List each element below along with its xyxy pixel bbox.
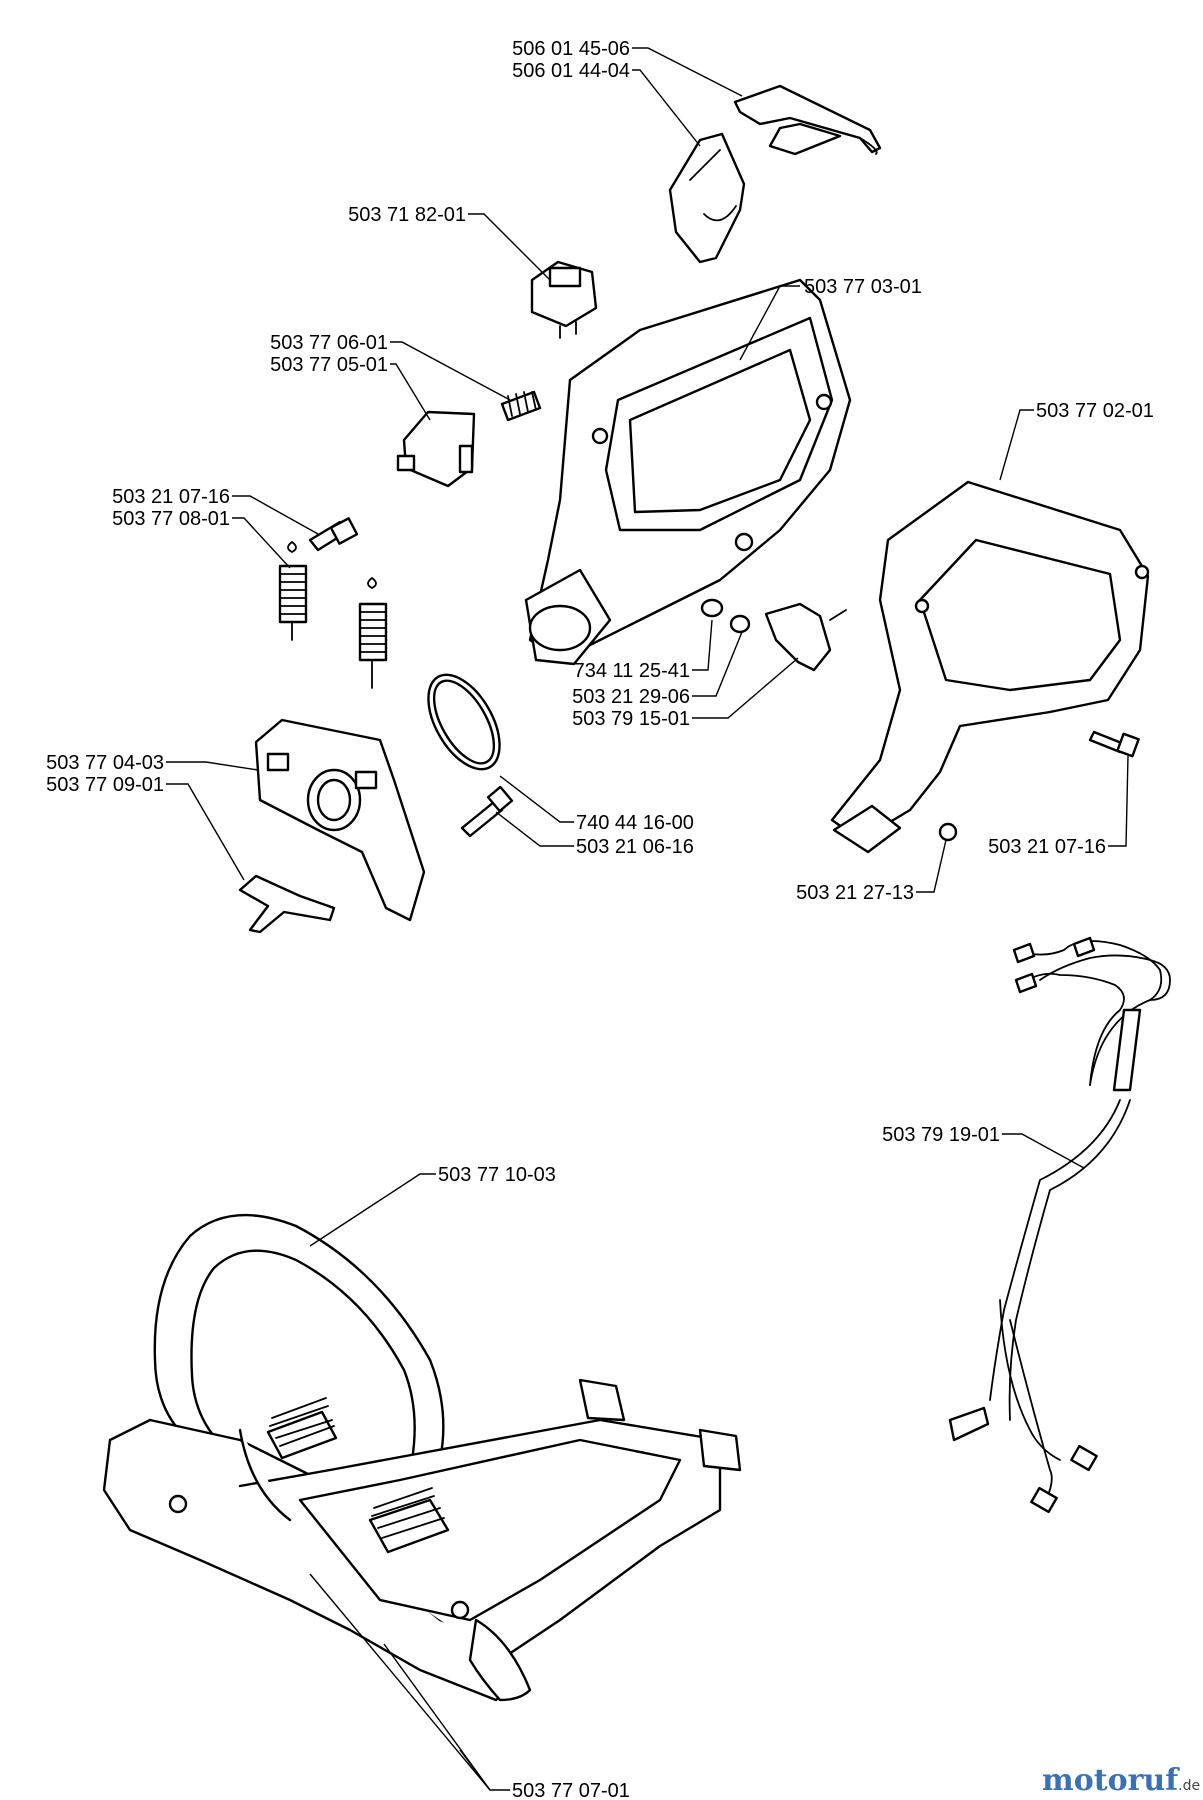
part-label: 503 77 03-01 xyxy=(804,276,922,298)
switch-part xyxy=(530,260,598,339)
small-spring-part xyxy=(500,390,542,422)
part-label: 506 01 44-04 xyxy=(512,60,630,82)
part-label: 503 79 19-01 xyxy=(882,1124,1000,1146)
leader-lines xyxy=(166,47,1129,1791)
part-label: 503 71 82-01 xyxy=(348,204,466,226)
part-label: 503 21 27-13 xyxy=(796,882,914,904)
washer-screw-part xyxy=(700,598,751,634)
part-labels: 506 01 45-06 506 01 44-04 503 71 82-01 5… xyxy=(46,38,1154,1800)
handle-bar-part xyxy=(102,1213,742,1702)
part-label: 506 01 45-06 xyxy=(512,38,630,60)
part-label: 503 21 07-16 xyxy=(988,836,1106,858)
watermark-brand: motoruf.de xyxy=(1042,1763,1200,1798)
part-label: 503 77 08-01 xyxy=(112,508,230,530)
part-label: 503 77 07-01 xyxy=(512,1780,630,1800)
throttle-trigger-part xyxy=(668,132,746,264)
part-label: 503 77 05-01 xyxy=(270,354,388,376)
part-label: 503 77 02-01 xyxy=(1036,400,1154,422)
clip-part xyxy=(238,874,336,934)
part-label: 740 44 16-00 xyxy=(576,812,694,834)
part-label: 503 79 15-01 xyxy=(572,708,690,730)
handle-housing-part xyxy=(524,278,852,666)
part-label: 503 21 06-16 xyxy=(576,836,694,858)
part-label: 503 77 06-01 xyxy=(270,332,388,354)
part-label: 734 11 25-41 xyxy=(574,660,690,682)
wiring-harness-part xyxy=(948,936,1171,1514)
part-label: 503 21 07-16 xyxy=(112,486,230,508)
handle-cover-part xyxy=(830,480,1150,854)
screw-right-part xyxy=(938,730,1140,842)
part-label: 503 77 09-01 xyxy=(46,774,164,796)
watermark-logo: motoruf.de xyxy=(1042,1763,1200,1798)
part-label: 503 77 10-03 xyxy=(438,1164,556,1186)
trigger-lock-part xyxy=(764,602,847,672)
plug-part xyxy=(396,410,476,488)
part-label: 503 77 04-03 xyxy=(46,752,164,774)
part-label: 503 21 29-06 xyxy=(572,686,690,708)
spring-pair-part xyxy=(278,540,388,689)
throttle-lever-part xyxy=(733,84,882,156)
screw-center-part xyxy=(460,785,514,838)
mount-part xyxy=(254,718,426,922)
o-ring-part xyxy=(427,673,501,771)
screw-left-part xyxy=(308,517,359,552)
